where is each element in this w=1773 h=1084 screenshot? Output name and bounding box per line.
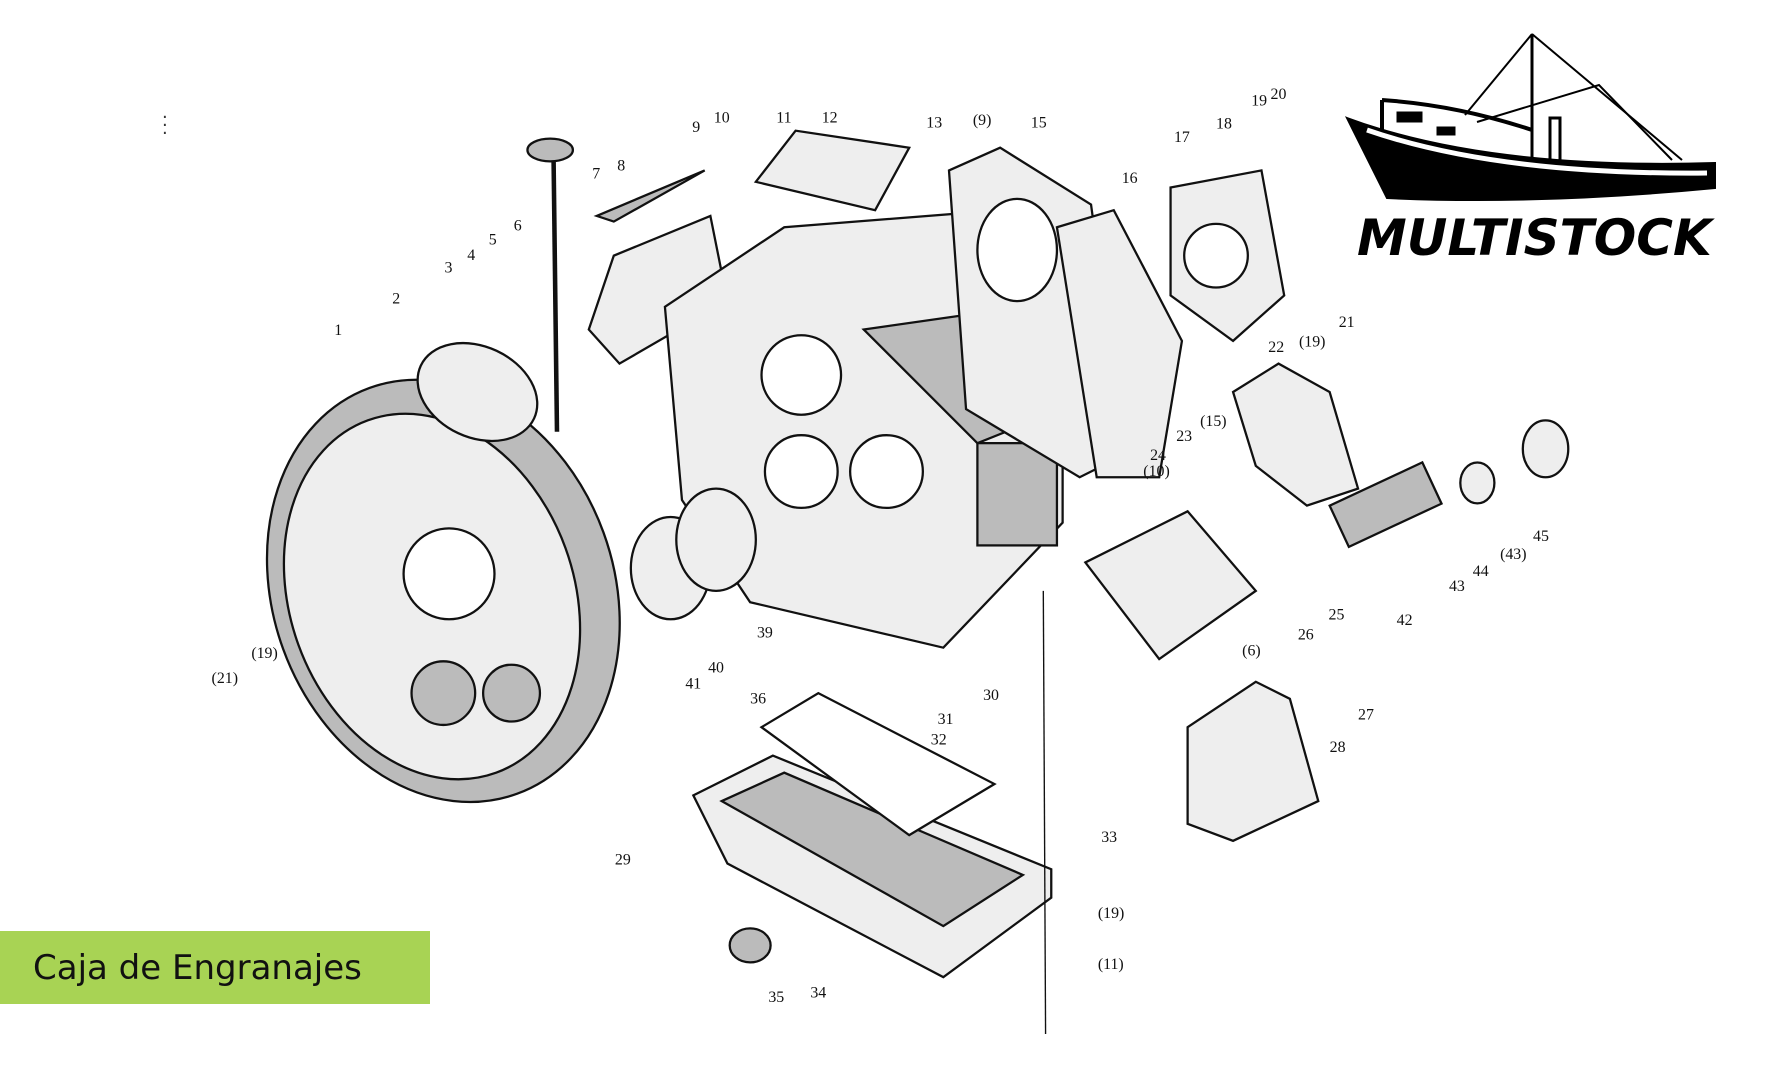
part-label: 3: [444, 260, 452, 277]
side-cover: [1083, 509, 1258, 661]
part-label: 36: [750, 690, 766, 707]
part-label: 27: [1358, 706, 1374, 723]
part-label: 41: [685, 676, 701, 693]
part-label: 26: [1298, 627, 1314, 644]
part-label: 25: [1329, 606, 1345, 623]
part-label: 5: [489, 231, 497, 248]
gasket: [1231, 362, 1360, 507]
part-label: 44: [1473, 563, 1489, 580]
part-label: (21): [212, 670, 238, 687]
part-label: (19): [251, 645, 277, 662]
part-label: 31: [938, 711, 954, 728]
part-label: 24: [1150, 447, 1166, 464]
part-label: (11): [1098, 956, 1124, 973]
part-label: 32: [931, 731, 947, 748]
part-label: 10: [714, 110, 730, 127]
logo-text: MULTISTOCK: [1357, 209, 1715, 267]
part-label: 42: [1397, 612, 1413, 629]
part-label: 20: [1271, 86, 1287, 103]
part-label: 35: [768, 989, 784, 1006]
part-label: 22: [1268, 339, 1284, 356]
part-label: 28: [1330, 739, 1346, 756]
gasket-39: [675, 487, 757, 592]
part-label: (9): [973, 112, 992, 129]
part-label: 2: [392, 290, 400, 307]
part-label: 9: [692, 119, 700, 136]
drain-plug: [728, 927, 772, 964]
part-label: 34: [810, 985, 826, 1002]
more-vertical-icon[interactable]: ···: [162, 107, 168, 144]
part-label: 30: [983, 687, 999, 704]
part-label: 18: [1216, 115, 1232, 132]
part-label: 43: [1449, 578, 1465, 595]
part-label: 7: [592, 165, 600, 182]
bracket: [587, 214, 729, 366]
part-label: 17: [1174, 129, 1190, 146]
part-label: 4: [467, 247, 475, 264]
part-label: 29: [615, 852, 631, 869]
multistock-logo: MULTISTOCK: [1344, 33, 1716, 267]
inspection-cover: [416, 341, 539, 443]
part-label: 16: [1122, 170, 1138, 187]
part-label: 12: [822, 110, 838, 127]
bell-housing: [265, 378, 621, 804]
part-label: (15): [1200, 413, 1226, 430]
part-label: (19): [1299, 334, 1325, 351]
part-label: 19: [1251, 93, 1267, 110]
part-label: 6: [514, 218, 522, 235]
part-label: (43): [1500, 546, 1526, 563]
part-label: 23: [1176, 428, 1192, 445]
part-number-labels: 1 2 3 4 5 6 7 8 9 10 11 12 13 (9) 15 16 …: [212, 86, 1549, 1006]
page-title: Caja de Engranajes: [33, 947, 362, 988]
part-label: (10): [1143, 463, 1169, 480]
part-label: 45: [1533, 528, 1549, 545]
oil-pan: [691, 691, 1053, 979]
part-label: 33: [1101, 829, 1117, 846]
output-shaft: [1328, 419, 1570, 549]
top-cover: [753, 129, 912, 212]
part-label: 1: [334, 322, 342, 339]
title-banner: Caja de Engranajes: [0, 931, 430, 1004]
dipstick-cap: [526, 137, 575, 163]
part-label: 13: [926, 114, 942, 131]
part-label: 15: [1031, 114, 1047, 131]
part-label: (19): [1098, 905, 1124, 922]
mounting-bracket: [1186, 680, 1320, 843]
gasket-strip: [593, 169, 706, 223]
part-label: 8: [617, 157, 625, 174]
long-bolt: [1042, 590, 1047, 1035]
part-label: 39: [757, 624, 773, 641]
dipstick: [551, 159, 560, 432]
adapter-plate: [1055, 208, 1184, 479]
part-label: 21: [1339, 314, 1355, 331]
boat-icon: [1344, 33, 1716, 202]
part-label: (6): [1242, 643, 1261, 660]
part-label: 40: [708, 660, 724, 677]
part-label: 11: [776, 110, 791, 127]
